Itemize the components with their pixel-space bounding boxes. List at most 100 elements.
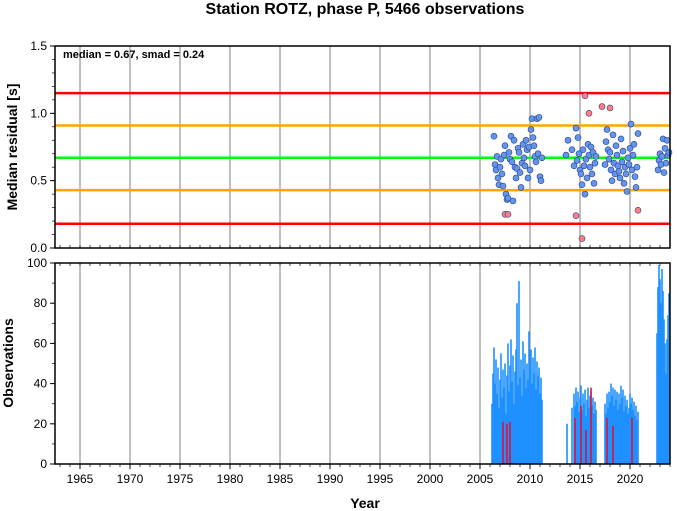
- residual-point: [521, 162, 529, 170]
- residual-point: [660, 169, 668, 176]
- residual-point: [578, 181, 586, 189]
- residual-point: [515, 149, 523, 156]
- residual-point: [578, 235, 586, 242]
- year-tick-label: 2000: [417, 472, 444, 486]
- residual-point: [573, 157, 581, 164]
- residual-point: [624, 154, 632, 162]
- residual-point: [627, 120, 635, 128]
- observations-y-tick-label: 100: [27, 256, 47, 270]
- observations-y-tick-label: 80: [34, 296, 48, 310]
- residual-point: [508, 158, 516, 166]
- residual-point: [568, 146, 576, 153]
- residual-point: [535, 114, 543, 121]
- residual-point: [592, 153, 600, 160]
- residual-point: [580, 162, 588, 170]
- observations-y-tick-label: 40: [34, 377, 48, 391]
- residual-point: [619, 147, 627, 155]
- residual-point: [498, 170, 506, 178]
- residual-point: [622, 170, 630, 178]
- observations-y-ticks: 0 20 40 60 80 100: [27, 256, 55, 471]
- residual-point: [605, 155, 613, 163]
- residual-point: [530, 142, 538, 149]
- residual-y-tick-label: 1.5: [30, 39, 47, 53]
- residual-point: [603, 126, 611, 133]
- residual-point: [590, 180, 598, 187]
- residual-point: [579, 146, 587, 153]
- residual-grid: [59, 46, 671, 248]
- year-tick-label: 1965: [67, 472, 94, 486]
- residual-point: [617, 135, 625, 143]
- residual-point: [527, 126, 535, 133]
- residual-point: [616, 174, 624, 182]
- residual-point: [591, 159, 599, 167]
- residual-point: [613, 151, 621, 159]
- residual-y-tick-label: 1.0: [30, 106, 47, 120]
- residual-point: [574, 134, 582, 141]
- observation-bars: [491, 265, 670, 464]
- observations-y-tick-label: 60: [34, 336, 48, 350]
- residual-point: [633, 163, 641, 171]
- residual-point: [629, 151, 637, 159]
- residual-point: [509, 197, 517, 205]
- observations-y-axis-label: Observations: [0, 318, 16, 408]
- observations-y-tick-label: 20: [34, 417, 48, 431]
- residual-point: [663, 136, 671, 144]
- residual-point: [534, 150, 542, 158]
- residual-point: [631, 173, 639, 180]
- year-tick-label: 1975: [167, 472, 194, 486]
- chart-title: Station ROTZ, phase P, 5466 observations: [206, 1, 525, 18]
- residual-point: [524, 174, 532, 182]
- residual-point: [586, 163, 594, 171]
- residual-point: [570, 162, 578, 170]
- residual-point: [662, 159, 670, 167]
- residual-point: [572, 212, 580, 219]
- residual-y-ticks: 0.00.51.01.5: [30, 39, 55, 255]
- residual-point: [490, 132, 498, 140]
- year-tick-label: 2005: [467, 472, 494, 486]
- year-tick-label: 2020: [617, 472, 644, 486]
- residual-point: [538, 154, 546, 162]
- residual-point: [520, 154, 528, 162]
- residual-point: [575, 150, 583, 158]
- residual-point: [598, 103, 606, 110]
- residual-point: [628, 166, 636, 174]
- residual-point: [601, 161, 609, 168]
- residual-point: [516, 169, 524, 176]
- residual-y-axis-label: Median residual [s]: [4, 84, 20, 211]
- residual-point: [606, 149, 614, 156]
- residual-point: [499, 182, 507, 190]
- residual-point: [634, 206, 642, 214]
- residual-point: [623, 188, 631, 195]
- year-tick-label: 2010: [517, 472, 544, 486]
- residual-point: [620, 180, 628, 187]
- year-tick-label: 1970: [117, 472, 144, 486]
- year-tick-label: 1990: [317, 472, 344, 486]
- residual-point: [500, 151, 508, 159]
- residual-frame: [54, 45, 671, 249]
- residual-point: [522, 136, 530, 144]
- residual-point: [526, 166, 534, 174]
- residual-point: [585, 110, 593, 117]
- residual-point: [517, 184, 525, 191]
- residual-point: [581, 92, 589, 100]
- residual-point: [625, 161, 633, 168]
- residual-point: [609, 131, 617, 139]
- residual-point: [615, 167, 623, 175]
- residual-point: [496, 163, 504, 171]
- residual-point: [504, 211, 512, 218]
- year-tick-label: 1985: [267, 472, 294, 486]
- year-tick-label: 1980: [217, 472, 244, 486]
- residual-point: [581, 190, 589, 198]
- observations-y-tick-label: 0: [40, 457, 47, 471]
- residual-point: [562, 151, 570, 159]
- residual-point: [494, 174, 502, 182]
- residual-point: [632, 184, 640, 191]
- year-tick-label: 2015: [567, 472, 594, 486]
- residual-point: [607, 166, 615, 174]
- residual-point: [630, 141, 638, 148]
- residual-point: [577, 170, 585, 178]
- residual-panel: 0.00.51.01.5 median = 0.67, smad = 0.24 …: [4, 39, 673, 255]
